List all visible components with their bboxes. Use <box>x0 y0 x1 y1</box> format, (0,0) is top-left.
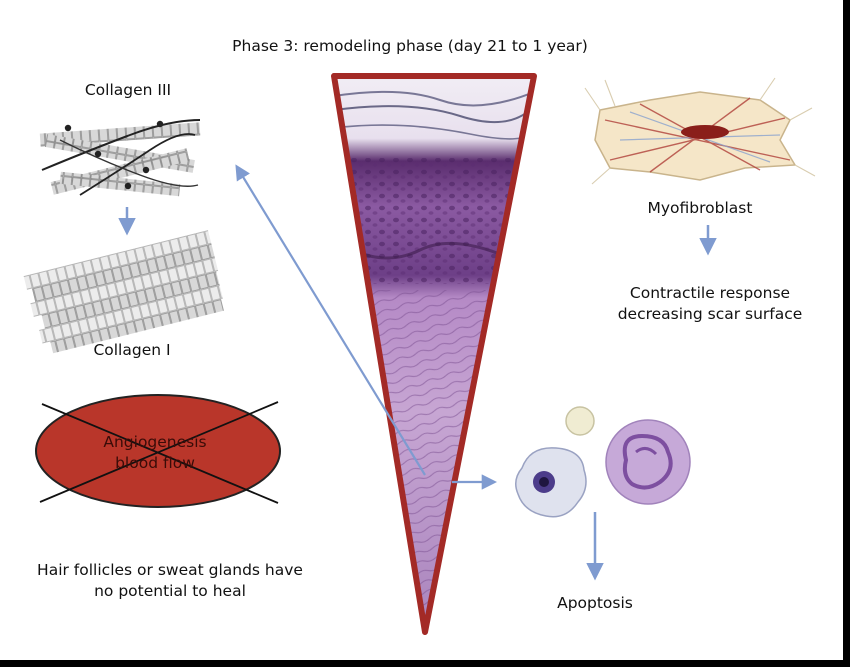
contractile-response-label: Contractile response decreasing scar sur… <box>590 283 830 325</box>
hair-line-1: Hair follicles or sweat glands have <box>37 561 303 579</box>
collagen-iii-label: Collagen III <box>84 81 172 99</box>
collagen-iii-illustration <box>39 119 201 197</box>
apoptosis-label: Apoptosis <box>557 594 633 612</box>
collagen-i-label: Collagen I <box>93 341 171 359</box>
collagen-i-illustration <box>23 230 224 354</box>
contractile-line-2: decreasing scar surface <box>617 304 803 323</box>
contractile-line-1: Contractile response <box>629 284 791 302</box>
angiogenesis-blocked-oval <box>35 394 281 508</box>
hair-follicles-label: Hair follicles or sweat glands have no p… <box>20 560 320 602</box>
skin-tissue-wedge <box>331 73 537 635</box>
angiogenesis-line-2: blood flow <box>115 453 195 472</box>
wedge-to-collagen-arrow <box>235 164 426 476</box>
angiogenesis-label: Angiogenesis blood flow <box>60 432 250 474</box>
hair-line-2: no potential to heal <box>94 581 246 600</box>
angiogenesis-line-1: Angiogenesis <box>103 433 207 451</box>
myofibroblast-illustration <box>584 77 816 185</box>
apoptotic-cells-illustration <box>515 406 691 518</box>
myofibroblast-label: Myofibroblast <box>647 199 753 217</box>
figure-title: Phase 3: remodeling phase (day 21 to 1 y… <box>232 37 588 55</box>
